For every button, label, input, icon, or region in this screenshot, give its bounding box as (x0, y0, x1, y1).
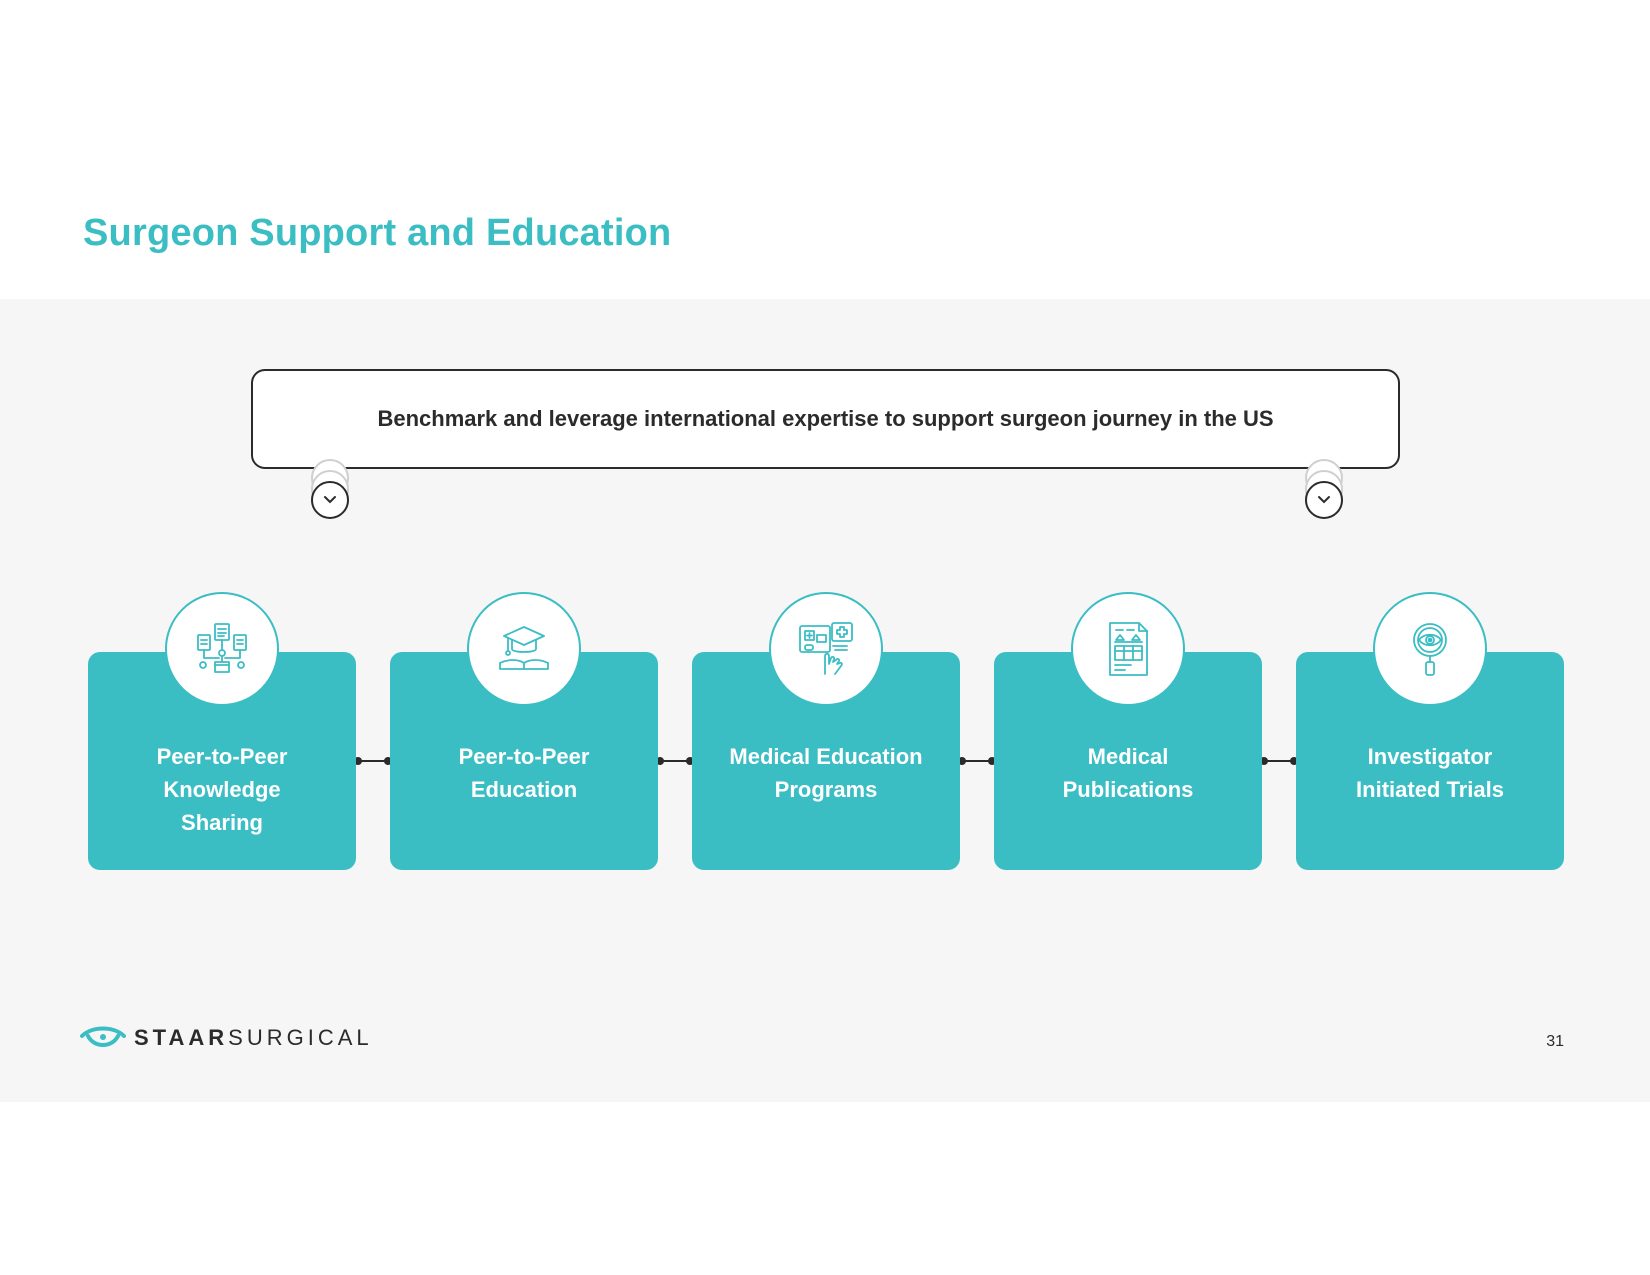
banner-text: Benchmark and leverage international exp… (377, 406, 1274, 431)
graduation-cap-book-icon (499, 626, 549, 670)
eye-logo-icon (80, 1026, 126, 1047)
connector-line (960, 757, 994, 765)
card-label-line: Initiated Trials (1356, 777, 1504, 802)
logo-wordmark: STAARSURGICAL (134, 1025, 373, 1051)
icon-circle (1373, 592, 1487, 706)
company-logo: STAARSURGICAL (80, 1025, 373, 1051)
connector-line (658, 757, 692, 765)
eye-magnifier-icon (1413, 623, 1447, 676)
card-label-line: Peer-to-Peer (458, 744, 590, 769)
card-label: Investigator Initiated Trials (1306, 740, 1554, 806)
slide-title: Surgeon Support and Education (83, 212, 672, 254)
card-label-line: Knowledge (163, 777, 281, 802)
icon-circle (769, 592, 883, 706)
card-label-line: Education (470, 777, 578, 802)
card-label: Peer-to-Peer Knowledge Sharing (98, 740, 346, 839)
chevron-down-icon (311, 481, 349, 519)
logo-regular-text: SURGICAL (228, 1025, 373, 1050)
medical-screen-touch-icon (799, 622, 853, 675)
banner-box: Benchmark and leverage international exp… (251, 369, 1400, 469)
card-label: Peer-to-Peer Education (400, 740, 648, 806)
card-label-line: Publications (1062, 777, 1194, 802)
icon-circle (1071, 592, 1185, 706)
connector-line (1262, 757, 1296, 765)
document-report-icon (1109, 622, 1148, 676)
card-label: Medical Education Programs (702, 740, 950, 806)
icon-circle (165, 592, 279, 706)
card-label-line: Medical (1087, 744, 1169, 769)
card-label-line: Investigator (1367, 744, 1493, 769)
card-medical-education-programs: Medical Education Programs (692, 652, 960, 870)
card-label: Medical Publications (1004, 740, 1252, 806)
icon-circle (467, 592, 581, 706)
card-label-line: Programs (774, 777, 878, 802)
page-number: 31 (1546, 1033, 1564, 1050)
card-label-line: Medical Education (729, 744, 923, 769)
chevron-down-icon (1305, 481, 1343, 519)
card-label-line: Sharing (181, 810, 263, 835)
card-label-line: Peer-to-Peer (156, 744, 288, 769)
network-documents-icon (197, 623, 247, 673)
connector-line (356, 757, 390, 765)
logo-bold-text: STAAR (134, 1025, 229, 1050)
